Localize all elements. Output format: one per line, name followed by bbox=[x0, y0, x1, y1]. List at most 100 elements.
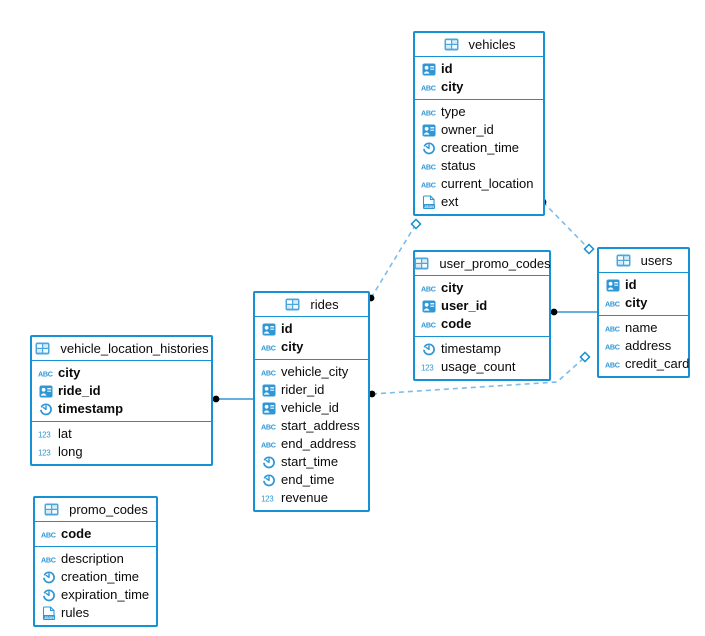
text-type-icon: ABC bbox=[40, 553, 57, 565]
table-icon bbox=[34, 342, 51, 355]
column-row-name[interactable]: ABC name bbox=[599, 319, 688, 337]
column-row-timestamp[interactable]: timestamp bbox=[415, 340, 549, 358]
columns-section: timestamp 123 usage_count bbox=[415, 337, 549, 379]
column-name: user_id bbox=[441, 298, 488, 313]
columns-section: ABC name ABC address ABC credit_card bbox=[599, 316, 690, 376]
column-row-city[interactable]: ABC city bbox=[599, 294, 688, 312]
column-row-id[interactable]: id bbox=[255, 320, 368, 338]
table-vehicle_location_histories[interactable]: vehicle_location_histories ABC city ride… bbox=[30, 335, 213, 466]
relationship-vehicle_location_histories-to-rides[interactable] bbox=[212, 395, 253, 403]
column-row-revenue[interactable]: 123 revenue bbox=[255, 489, 368, 507]
text-type-icon: ABC bbox=[260, 341, 277, 353]
column-name: credit_card bbox=[625, 356, 690, 371]
column-row-lat[interactable]: 123 lat bbox=[32, 425, 211, 443]
svg-text:123: 123 bbox=[421, 364, 434, 373]
timestamp-icon bbox=[420, 141, 437, 155]
column-name: city bbox=[625, 295, 648, 310]
text-type-icon: ABC bbox=[260, 366, 277, 378]
id-badge-icon bbox=[260, 402, 277, 415]
table-header[interactable]: users bbox=[599, 249, 688, 273]
column-row-expiration_time[interactable]: expiration_time bbox=[35, 586, 156, 604]
primary-key-section: id ABC city bbox=[255, 317, 368, 360]
table-header[interactable]: rides bbox=[255, 293, 368, 317]
column-row-owner_id[interactable]: owner_id bbox=[415, 121, 543, 139]
column-row-rider_id[interactable]: rider_id bbox=[255, 381, 368, 399]
column-row-credit_card[interactable]: ABC credit_card bbox=[599, 355, 690, 373]
primary-key-section: ABC city user_id ABC code bbox=[415, 276, 549, 337]
table-title: promo_codes bbox=[69, 502, 148, 517]
column-row-id[interactable]: id bbox=[415, 60, 543, 78]
table-title: vehicles bbox=[468, 37, 516, 52]
column-name: id bbox=[441, 61, 453, 76]
table-header[interactable]: user_promo_codes bbox=[413, 252, 551, 276]
column-row-end_time[interactable]: end_time bbox=[255, 471, 368, 489]
text-type-icon: ABC bbox=[260, 438, 277, 450]
column-name: start_address bbox=[281, 418, 360, 433]
column-row-ride_id[interactable]: ride_id bbox=[32, 382, 211, 400]
column-row-type[interactable]: ABC type bbox=[415, 103, 543, 121]
column-row-rules[interactable]: JSON rules bbox=[35, 604, 156, 622]
column-name: creation_time bbox=[61, 569, 140, 584]
column-row-vehicle_id[interactable]: vehicle_id bbox=[255, 399, 368, 417]
primary-key-section: ABC code bbox=[35, 522, 156, 547]
column-row-description[interactable]: ABC description bbox=[35, 550, 156, 568]
table-icon bbox=[43, 503, 60, 516]
id-badge-icon bbox=[420, 63, 437, 76]
table-vehicles[interactable]: vehicles id ABC city ABC type owner_id c… bbox=[413, 31, 545, 216]
column-row-city[interactable]: ABC city bbox=[415, 279, 549, 297]
svg-text:123: 123 bbox=[38, 449, 51, 458]
column-name: rider_id bbox=[281, 382, 325, 397]
column-name: type bbox=[441, 104, 466, 119]
columns-section: ABC type owner_id creation_time ABC stat… bbox=[415, 100, 543, 214]
column-row-creation_time[interactable]: creation_time bbox=[415, 139, 543, 157]
column-name: name bbox=[625, 320, 658, 335]
table-rides[interactable]: rides id ABC city ABC vehicle_city rider… bbox=[253, 291, 370, 512]
relationship-user_promo_codes-to-users[interactable] bbox=[550, 308, 597, 316]
column-row-long[interactable]: 123 long bbox=[32, 443, 211, 461]
column-row-status[interactable]: ABC status bbox=[415, 157, 543, 175]
column-name: timestamp bbox=[58, 401, 124, 416]
svg-text:ABC: ABC bbox=[261, 423, 276, 432]
id-badge-icon bbox=[260, 384, 277, 397]
table-icon bbox=[413, 257, 430, 270]
timestamp-icon bbox=[420, 342, 437, 356]
table-title: users bbox=[640, 253, 673, 268]
column-row-start_time[interactable]: start_time bbox=[255, 453, 368, 471]
table-header[interactable]: promo_codes bbox=[35, 498, 156, 522]
table-header[interactable]: vehicle_location_histories bbox=[32, 337, 211, 361]
id-badge-icon bbox=[260, 323, 277, 336]
svg-text:ABC: ABC bbox=[41, 531, 56, 540]
column-row-usage_count[interactable]: 123 usage_count bbox=[415, 358, 549, 376]
column-row-vehicle_city[interactable]: ABC vehicle_city bbox=[255, 363, 368, 381]
column-row-creation_time[interactable]: creation_time bbox=[35, 568, 156, 586]
id-badge-icon bbox=[420, 124, 437, 137]
relationship-rides-to-users-2[interactable] bbox=[368, 351, 591, 398]
svg-text:ABC: ABC bbox=[41, 556, 56, 565]
column-row-timestamp[interactable]: timestamp bbox=[32, 400, 211, 418]
column-row-code[interactable]: ABC code bbox=[35, 525, 156, 543]
column-row-address[interactable]: ABC address bbox=[599, 337, 688, 355]
svg-text:ABC: ABC bbox=[261, 344, 276, 353]
table-title: rides bbox=[310, 297, 339, 312]
column-row-user_id[interactable]: user_id bbox=[415, 297, 549, 315]
table-promo_codes[interactable]: promo_codes ABC code ABC description cre… bbox=[33, 496, 158, 627]
column-row-city[interactable]: ABC city bbox=[255, 338, 368, 356]
column-row-id[interactable]: id bbox=[599, 276, 688, 294]
table-user_promo_codes[interactable]: user_promo_codes ABC city user_id ABC co… bbox=[413, 250, 551, 381]
column-name: current_location bbox=[441, 176, 534, 191]
relationship-vehicles-to-users[interactable] bbox=[539, 198, 595, 255]
column-row-end_address[interactable]: ABC end_address bbox=[255, 435, 368, 453]
column-row-current_location[interactable]: ABC current_location bbox=[415, 175, 543, 193]
table-users[interactable]: users id ABC city ABC name ABC address A… bbox=[597, 247, 690, 378]
column-row-start_address[interactable]: ABC start_address bbox=[255, 417, 368, 435]
column-row-city[interactable]: ABC city bbox=[32, 364, 211, 382]
svg-text:ABC: ABC bbox=[421, 321, 436, 330]
endpoint-dot bbox=[212, 395, 220, 403]
column-row-code[interactable]: ABC code bbox=[415, 315, 549, 333]
endpoint-diamond bbox=[410, 218, 422, 230]
timestamp-icon bbox=[37, 402, 54, 416]
column-row-ext[interactable]: JSON ext bbox=[415, 193, 543, 211]
column-row-city[interactable]: ABC city bbox=[415, 78, 543, 96]
table-header[interactable]: vehicles bbox=[415, 33, 543, 57]
table-icon bbox=[443, 38, 460, 51]
